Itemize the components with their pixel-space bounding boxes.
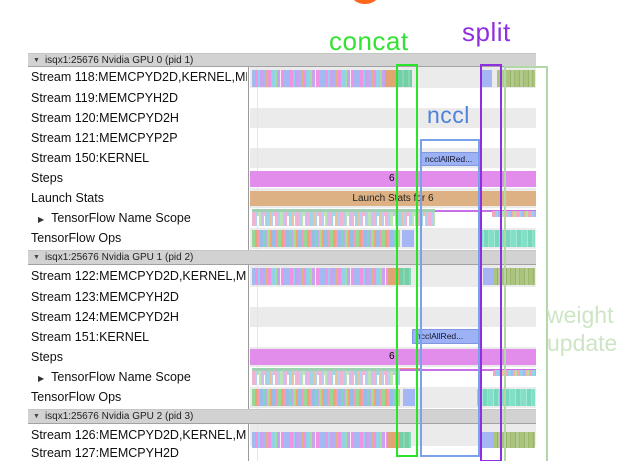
track-label: Stream 120:MEMCPYD2H (31, 111, 179, 126)
track-row-background (250, 108, 536, 128)
track-label: Stream 124:MEMCPYD2H (31, 310, 179, 325)
expand-arrow-icon[interactable]: ▶ (38, 214, 45, 224)
periwinkle-segment[interactable] (480, 70, 492, 87)
dense-stream-segment[interactable] (252, 432, 387, 448)
track-label: Launch Stats (31, 191, 104, 206)
collapse-arrow-icon[interactable]: ▼ (33, 413, 40, 420)
launch-segment[interactable]: Launch Stats for 6 (250, 191, 536, 206)
track-label-text: Stream 122:MEMCPYD2D,KERNEL,MI (31, 268, 247, 283)
olive-striped-segment[interactable] (493, 268, 535, 285)
step-number: 6 (389, 351, 395, 362)
steps-segment[interactable]: 6 (250, 171, 536, 187)
orange-segment[interactable] (388, 268, 399, 285)
dense-stream-segment[interactable] (252, 268, 388, 285)
track-label: Stream 122:MEMCPYD2D,KERNEL,MI (31, 269, 247, 284)
process-header-row[interactable]: ▼ isqx1:25676 Nvidia GPU 1 (pid 2) (28, 250, 536, 265)
teal-striped-segment[interactable] (478, 230, 535, 247)
process-header-row[interactable]: ▼ isqx1:25676 Nvidia GPU 0 (pid 1) (28, 53, 536, 67)
track-label-text: Stream 119:MEMCPYH2D (31, 90, 179, 105)
olive-striped-segment[interactable] (497, 70, 535, 87)
track-label-text: Stream 124:MEMCPYD2H (31, 309, 179, 324)
track-label-text: Stream 121:MEMCPYP2P (31, 130, 178, 145)
track-label-text: Stream 151:KERNEL (31, 329, 150, 344)
track-label-text: Steps (31, 170, 63, 185)
periwinkle-segment[interactable] (403, 389, 415, 406)
mint-segment[interactable] (399, 432, 411, 448)
track-label: Stream 126:MEMCPYD2D,KERNEL,MI (31, 428, 247, 443)
track-label-text: TensorFlow Name Scope (51, 369, 191, 384)
track-label: Stream 118:MEMCPYD2D,KERNEL,ME (31, 70, 247, 85)
annotation-split-label: split (462, 17, 511, 47)
track-label-text: Stream 118:MEMCPYD2D,KERNEL,ME (31, 70, 247, 84)
ns-mini-segment[interactable] (493, 370, 536, 376)
dense-stream-segment[interactable] (252, 70, 385, 87)
track-label-text: Stream 123:MEMCPYH2D (31, 289, 179, 304)
track-label: TensorFlow Ops (31, 390, 121, 405)
nccl-highlight-box (420, 139, 480, 457)
track-label: Stream 119:MEMCPYH2D (31, 91, 178, 106)
orange-segment[interactable] (385, 70, 398, 87)
annotation-nccl-label: nccl (427, 102, 470, 128)
periwinkle-segment[interactable] (402, 230, 414, 247)
track-label: Stream 123:MEMCPYH2D (31, 290, 179, 305)
dense-ns-segment[interactable] (252, 209, 435, 226)
orange-annotation-fragment (352, 0, 378, 4)
mint-segment[interactable] (398, 70, 412, 87)
periwinkle-segment[interactable] (483, 268, 493, 285)
concat-highlight-box (396, 64, 418, 457)
track-label: Stream 150:KERNEL (31, 151, 149, 166)
track-label: TensorFlow Ops (31, 231, 121, 246)
dense-ops-segment[interactable] (252, 230, 400, 247)
dense-ops-segment[interactable] (252, 389, 400, 406)
track-label-text: Steps (31, 349, 63, 364)
ns-line-segment[interactable] (400, 369, 536, 371)
track-label: Steps (31, 350, 63, 365)
track-label-text: Stream 126:MEMCPYD2D,KERNEL,MI (31, 427, 247, 442)
process-header-label: isqx1:25676 Nvidia GPU 0 (pid 1) (44, 54, 194, 66)
expand-arrow-icon[interactable]: ▶ (38, 373, 45, 383)
step-number: 6 (389, 173, 395, 184)
process-header-label: isqx1:25676 Nvidia GPU 2 (pid 3) (44, 411, 194, 422)
nccl-bar-segment[interactable]: ncclAllRed... (412, 329, 479, 344)
periwinkle-segment[interactable] (482, 432, 493, 448)
collapse-arrow-icon[interactable]: ▼ (33, 56, 40, 64)
annotation-concat-label: concat (329, 26, 409, 56)
steps-segment[interactable]: 6 (250, 349, 536, 365)
split-highlight-box (480, 64, 502, 461)
track-label-text: Stream 150:KERNEL (31, 150, 150, 165)
ns-line-segment[interactable] (435, 210, 536, 212)
track-label: Stream 127:MEMCPYH2D (31, 446, 179, 461)
track-label: Stream 151:KERNEL (31, 330, 149, 345)
annotation-update-line: update (547, 330, 618, 356)
teal-striped-segment[interactable] (477, 389, 535, 406)
ns-mini-segment[interactable] (492, 211, 536, 217)
collapse-arrow-icon[interactable]: ▼ (33, 254, 40, 261)
track-label-text: TensorFlow Ops (31, 231, 122, 245)
track-label: Steps (31, 171, 63, 186)
track-label-text: Stream 127:MEMCPYH2D (31, 446, 179, 460)
process-header-label: isqx1:25676 Nvidia GPU 1 (pid 2) (44, 252, 194, 263)
track-label: Stream 121:MEMCPYP2P (31, 131, 178, 146)
track-row-background (250, 307, 536, 327)
mint-segment[interactable] (399, 268, 411, 285)
track-label-text: TensorFlow Ops (31, 390, 122, 404)
track-label-text: Launch Stats (31, 190, 104, 205)
process-header-row[interactable]: ▼ isqx1:25676 Nvidia GPU 2 (pid 3) (28, 409, 536, 424)
track-label-text: TensorFlow Name Scope (51, 210, 191, 225)
olive-striped-segment[interactable] (493, 432, 535, 448)
track-label: ▶ TensorFlow Name Scope (38, 211, 191, 227)
track-label-text: Stream 120:MEMCPYD2H (31, 110, 179, 125)
track-label: ▶ TensorFlow Name Scope (38, 370, 191, 386)
annotation-weight-line: weight (547, 302, 614, 328)
dense-ns-segment[interactable] (252, 368, 400, 385)
weight-update-highlight-box (504, 66, 548, 461)
